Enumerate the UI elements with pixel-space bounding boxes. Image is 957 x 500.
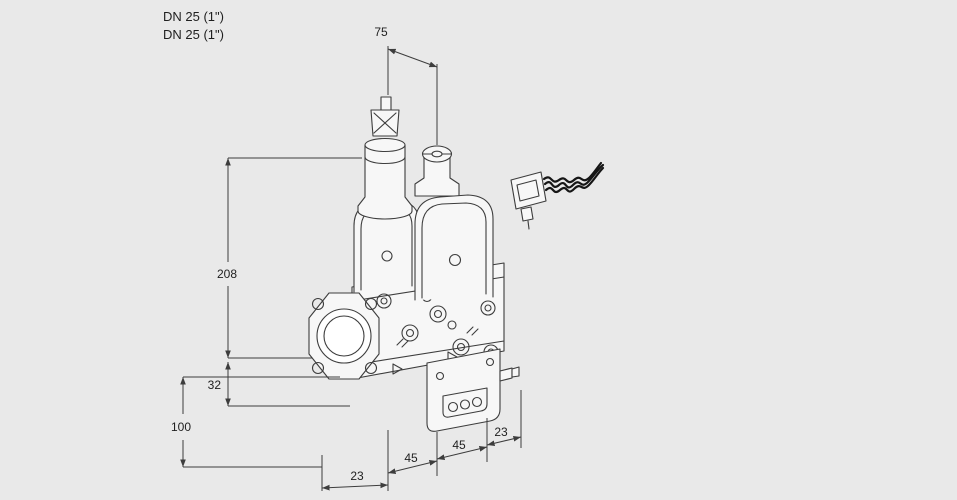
- regulator-bottom-block: [426, 348, 501, 432]
- dim-100-label: 100: [171, 420, 191, 434]
- dim-32-label: 32: [208, 378, 222, 392]
- dim-bottom-lines: [321, 390, 522, 491]
- dn-label-line2: DN 25 (1"): [163, 27, 224, 42]
- test-nipple: [499, 366, 520, 382]
- adjustment-knob: [414, 145, 460, 197]
- dn-label-line1: DN 25 (1"): [163, 9, 224, 24]
- dim-45-right-label: 45: [452, 438, 466, 452]
- cable-plug: [510, 171, 547, 230]
- dim-23-left-label: 23: [350, 469, 364, 483]
- dim-208-label: 208: [217, 267, 237, 281]
- dim-100-lines: [180, 376, 340, 468]
- din-connector: [370, 96, 400, 137]
- dimension-lines: [180, 46, 522, 491]
- dim-75-lines: [387, 46, 438, 145]
- valve-assembly-drawing: [308, 96, 605, 432]
- pipe-flange: [308, 292, 380, 380]
- actuator-housing-right: [414, 194, 494, 301]
- dim-208-lines: [225, 157, 362, 359]
- dim-45-left-label: 45: [404, 451, 418, 465]
- solenoid-coil: [357, 137, 413, 220]
- dim-23-right-label: 23: [494, 425, 508, 439]
- cable: [542, 161, 605, 194]
- dim-75-label: 75: [374, 25, 388, 39]
- dim-32-lines: [225, 362, 350, 407]
